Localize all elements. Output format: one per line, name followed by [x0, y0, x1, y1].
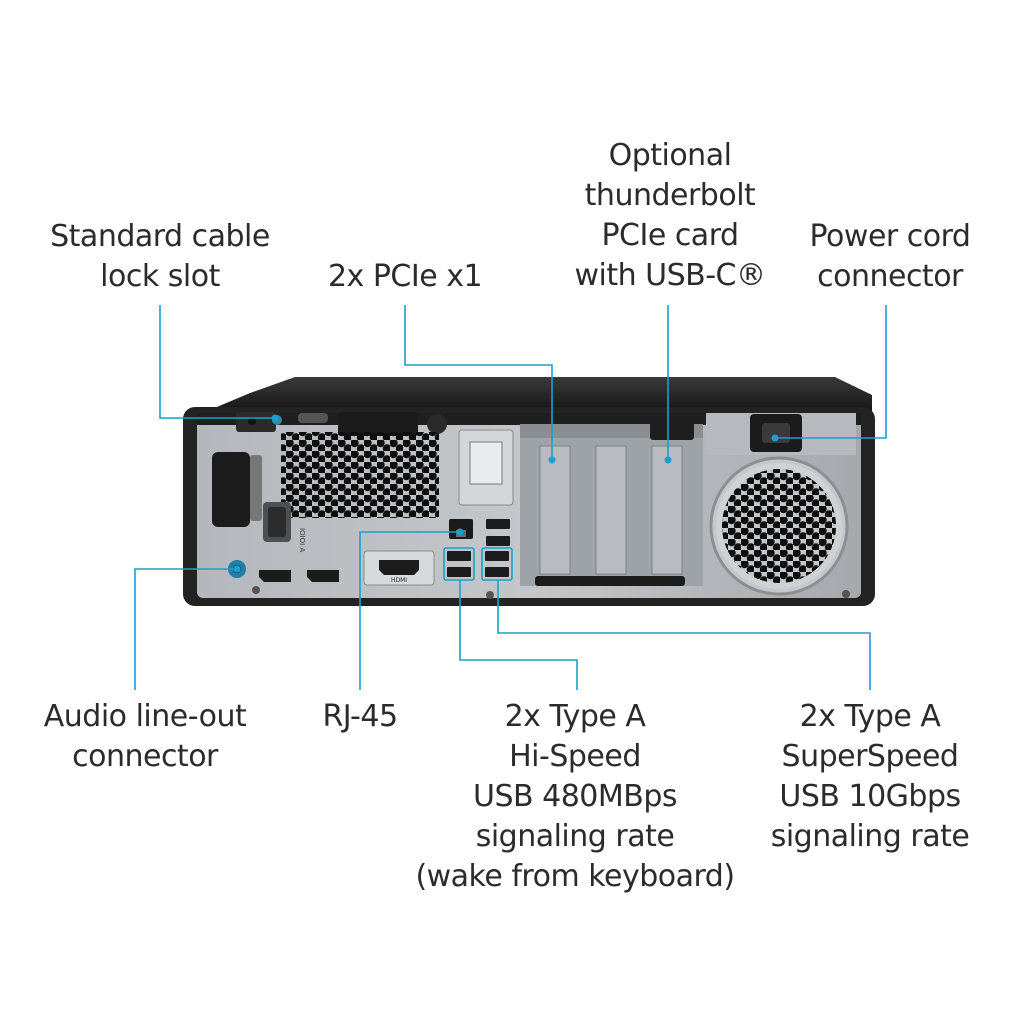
usb-port — [485, 567, 509, 577]
label-line: SuperSpeed — [781, 739, 959, 774]
label-line: (wake from keyboard) — [415, 859, 735, 894]
side-handle — [212, 452, 250, 527]
screw — [486, 591, 494, 599]
usb-superspeed-highlight — [481, 547, 513, 581]
label-line: 2x PCIe x1 — [327, 259, 483, 294]
label-line: signaling rate — [475, 819, 675, 854]
label-power-connector: Power cord connector — [790, 217, 990, 297]
label-line: Standard cable — [50, 219, 270, 254]
leader-usb-superspeed — [497, 580, 871, 690]
label-line: Hi-Speed — [509, 739, 641, 774]
label-line: USB 480MBps — [472, 779, 678, 814]
svg-text:IOIOI A: IOIOI A — [298, 528, 306, 552]
leader-audio — [134, 568, 237, 690]
label-audio-line-out: Audio line-out connector — [20, 697, 270, 777]
leader-cable-lock — [159, 305, 275, 419]
hdmi-port — [379, 560, 419, 575]
label-usb-hispeed: 2x Type A Hi-Speed USB 480MBps signaling… — [410, 697, 740, 897]
label-line: 2x Type A — [504, 699, 646, 734]
label-line: PCIe card — [601, 218, 739, 253]
usb-port — [447, 567, 471, 577]
label-line: RJ-45 — [322, 699, 398, 734]
screw-slot — [298, 413, 328, 423]
usb-port — [486, 536, 510, 546]
label-line: connector — [72, 739, 218, 774]
label-line: signaling rate — [770, 819, 970, 854]
hdmi-text: HDMI — [391, 577, 407, 584]
displayport-1 — [259, 570, 291, 582]
callout-leader-lines — [134, 305, 887, 690]
displayport-2 — [307, 570, 339, 582]
label-pcie-x1: 2x PCIe x1 — [300, 257, 510, 297]
usb-port — [485, 551, 509, 561]
label-line: Optional — [608, 138, 732, 173]
label-rj45: RJ-45 — [300, 697, 420, 737]
leader-pcie — [404, 305, 553, 460]
label-cable-lock-slot: Standard cable lock slot — [40, 217, 280, 297]
usb-port — [447, 551, 471, 561]
label-line: Audio line-out — [43, 699, 247, 734]
label-line: lock slot — [100, 259, 220, 294]
usb-port — [486, 519, 510, 529]
hex-vent — [281, 432, 439, 518]
leader-power — [775, 305, 887, 439]
cable-lock-slot — [236, 412, 276, 432]
label-line: Power cord — [809, 219, 971, 254]
pcie-slot-cover-1 — [539, 445, 571, 575]
chassis-top — [205, 377, 872, 412]
leader-usb-hispeed — [459, 580, 578, 690]
top-latch — [338, 412, 418, 436]
screw — [252, 586, 260, 594]
label-line: USB 10Gbps — [779, 779, 961, 814]
leader-rj45 — [359, 531, 460, 690]
label-usb-superspeed: 2x Type A SuperSpeed USB 10Gbps signalin… — [760, 697, 980, 857]
label-line: 2x Type A — [799, 699, 941, 734]
pcie-slot-cover-2 — [595, 445, 627, 575]
label-line: connector — [817, 259, 963, 294]
usb-hispeed-highlight — [443, 547, 475, 581]
card-bracket-top — [650, 414, 694, 440]
label-thunderbolt-card: Optional thunderbolt PCIe card with USB-… — [560, 136, 780, 296]
leader-endpoints — [233, 414, 779, 573]
thumb-screw — [427, 414, 447, 434]
label-line: with USB-C® — [574, 258, 766, 293]
screw — [842, 590, 850, 598]
usb-ports — [447, 519, 510, 577]
label-line: thunderbolt — [584, 178, 756, 213]
pcie-slot-cover-3 — [651, 445, 683, 575]
bottom-slot — [535, 576, 685, 586]
